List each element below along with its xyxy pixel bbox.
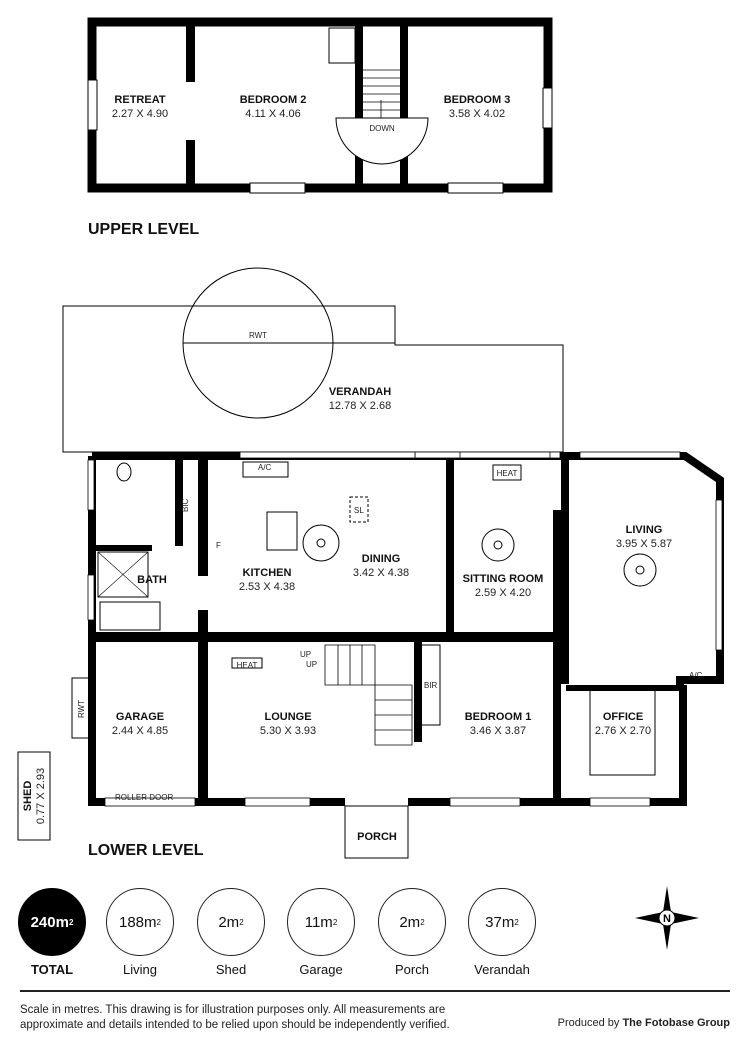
room-size: 3.95 X 5.87 — [616, 538, 672, 550]
area-label: Shed — [215, 962, 247, 977]
room-name: LOUNGE — [264, 711, 311, 723]
heat-label: HEAT — [237, 661, 258, 670]
area-label: Living — [123, 962, 157, 977]
lower-level-plan — [71, 451, 724, 859]
area-unit: 2 — [420, 917, 425, 927]
room-size: 5.30 X 3.93 — [260, 725, 316, 737]
room-name: SITTING ROOM — [463, 573, 544, 585]
area-unit: 2 — [239, 917, 244, 927]
room-name: LIVING — [626, 524, 663, 536]
stair-label: DOWN — [369, 124, 395, 133]
area-value: 37m — [485, 913, 515, 931]
room-name: DINING — [362, 553, 401, 565]
room-name: SHED — [22, 781, 34, 812]
ceiling-fan-icon — [302, 524, 657, 587]
area-value: 240m — [30, 913, 69, 931]
room-name: BATH — [137, 574, 167, 586]
room-size: 2.44 X 4.85 — [112, 725, 168, 737]
room-size: 2.59 X 4.20 — [475, 587, 531, 599]
room-size: 2.27 X 4.90 — [112, 108, 168, 120]
room-name: GARAGE — [116, 711, 164, 723]
room-name: KITCHEN — [243, 567, 292, 579]
room-size: 4.11 X 4.06 — [245, 108, 300, 120]
room-name: PORCH — [357, 831, 397, 843]
room-size: 3.42 X 4.38 — [353, 567, 409, 579]
heat-label: HEAT — [497, 469, 518, 478]
area-value: 2m — [218, 913, 240, 931]
sl-label: SL — [354, 506, 364, 515]
ac-label: A/C — [689, 671, 703, 680]
compass-icon: N — [635, 886, 699, 950]
credit-prefix: Produced by — [557, 1017, 620, 1029]
lower-level-heading: LOWER LEVEL — [88, 842, 204, 859]
room-name: BEDROOM 3 — [444, 94, 511, 106]
area-label: TOTAL — [30, 962, 74, 977]
divider — [20, 990, 730, 992]
room-size: 3.46 X 3.87 — [470, 725, 526, 737]
disclaimer: Scale in metres. This drawing is for ill… — [20, 1004, 450, 1031]
fridge-label: F — [216, 541, 221, 550]
area-unit: 2 — [156, 917, 161, 927]
shed: SHED 0.77 X 2.93 — [17, 751, 51, 841]
room-size: 12.78 X 2.68 — [329, 400, 391, 412]
area-unit: 2 — [68, 917, 74, 927]
room-name: BEDROOM 1 — [465, 711, 532, 723]
room-name: VERANDAH — [329, 386, 391, 398]
credit: Produced by The Fotobase Group — [558, 1017, 730, 1029]
room-name: BEDROOM 2 — [240, 94, 307, 106]
area-label: Garage — [299, 962, 343, 977]
area-value: 2m — [399, 913, 421, 931]
area-label: Porch — [395, 962, 429, 977]
room-name: RETREAT — [114, 94, 165, 106]
rwt-label: RWT — [77, 700, 86, 718]
area-unit: 2 — [332, 917, 338, 927]
credit-company: The Fotobase Group — [622, 1017, 730, 1029]
ac-label: A/C — [258, 463, 272, 472]
upper-level-plan: RETREAT 2.27 X 4.90 BEDROOM 2 4.11 X 4.0… — [87, 17, 553, 194]
area-unit: 2 — [514, 917, 519, 927]
roller-door-label: ROLLER DOOR — [115, 793, 173, 802]
upper-level-heading: UPPER LEVEL — [88, 221, 199, 238]
up-label: UP — [306, 660, 317, 669]
rwt-label: RWT — [249, 331, 267, 340]
room-size: 3.58 X 4.02 — [449, 108, 505, 120]
room-size: 0.77 X 2.93 — [35, 768, 47, 824]
area-value: 11m — [304, 913, 333, 931]
area-value: 188m — [119, 913, 157, 931]
area-label: Verandah — [474, 962, 530, 977]
lower-room-labels: KITCHEN 2.53 X 4.38 DINING 3.42 X 4.38 S… — [77, 463, 703, 843]
room-size: 2.76 X 2.70 — [595, 725, 651, 737]
verandah: RWT VERANDAH 12.78 X 2.68 — [62, 267, 564, 453]
bic-label: BIC — [181, 498, 190, 512]
room-name: OFFICE — [603, 711, 643, 723]
compass-north-label: N — [663, 913, 671, 925]
room-size: 2.53 X 4.38 — [239, 581, 295, 593]
bir-label: BIR — [424, 681, 438, 690]
up-label: UP — [300, 650, 311, 659]
